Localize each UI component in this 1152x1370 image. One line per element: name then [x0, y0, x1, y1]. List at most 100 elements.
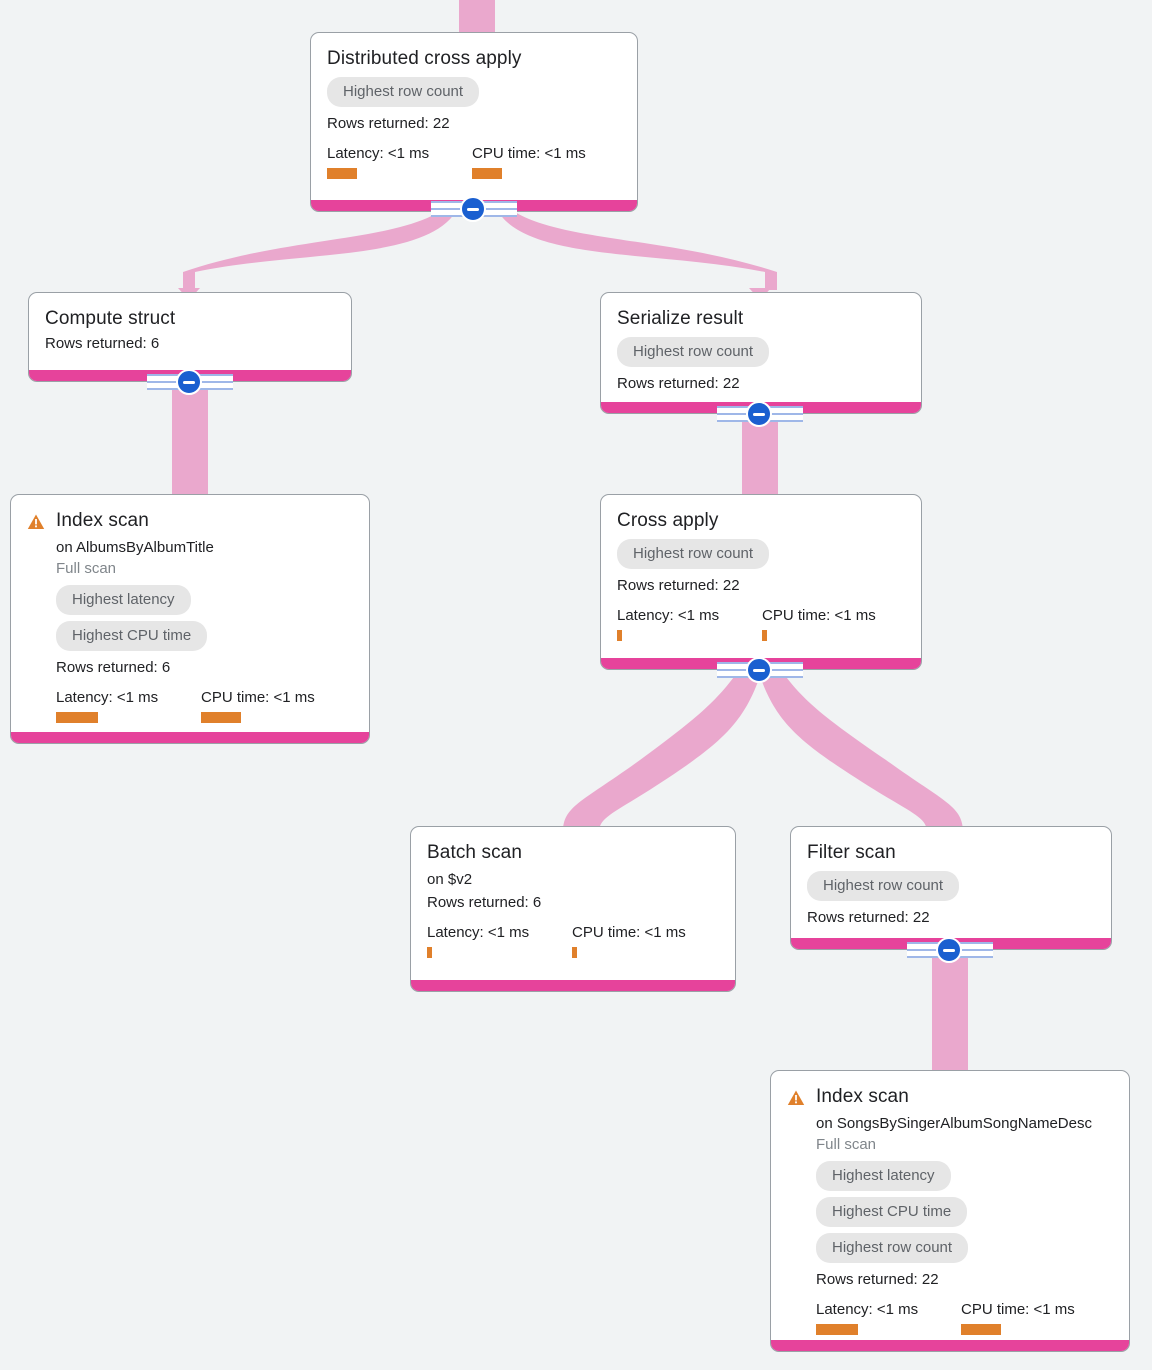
cpu-time-bar	[762, 630, 767, 641]
metrics-row: Latency: <1 ms CPU time: <1 ms	[816, 1300, 1113, 1335]
collapse-toggle-serialize-result[interactable]	[717, 401, 803, 427]
collapse-minus-icon[interactable]	[176, 369, 202, 395]
title-row: Index scan	[787, 1085, 1113, 1109]
rows-returned: Rows returned: 22	[807, 909, 930, 926]
cpu-time-label: CPU time: <1 ms	[961, 1301, 1075, 1318]
collapse-toggle-filter-scan[interactable]	[907, 937, 993, 963]
rows-returned: Rows returned: 6	[45, 335, 160, 352]
node-body: Batch scan on $v2 Rows returned: 6 Laten…	[411, 827, 735, 972]
metrics-row: Latency: <1 ms CPU time: <1 ms	[327, 144, 621, 179]
collapse-minus-icon[interactable]	[746, 657, 772, 683]
node-accent-bar	[771, 1340, 1129, 1351]
title-row: Distributed cross apply	[327, 47, 621, 71]
metrics-row: Latency: <1 ms CPU time: <1 ms	[427, 923, 719, 958]
node-title: Index scan	[816, 1086, 909, 1107]
badge-list: Highest row count	[617, 533, 905, 569]
warning-triangle-icon	[27, 514, 45, 529]
node-cross-apply[interactable]: Cross apply Highest row count Rows retur…	[600, 494, 922, 670]
badge-highest-row-count: Highest row count	[327, 77, 480, 107]
latency-label: Latency: <1 ms	[816, 1301, 919, 1318]
cpu-metric: CPU time: <1 ms	[572, 923, 686, 958]
node-distributed-cross-apply[interactable]: Distributed cross apply Highest row coun…	[310, 32, 638, 212]
cpu-metric: CPU time: <1 ms	[472, 144, 586, 179]
node-title: Filter scan	[807, 842, 896, 863]
title-row: Compute struct	[45, 307, 335, 331]
node-title: Serialize result	[617, 308, 744, 329]
badge-list: Highest row count	[816, 1227, 1113, 1263]
rows-returned: Rows returned: 6	[56, 659, 171, 676]
cpu-metric: CPU time: <1 ms	[961, 1300, 1075, 1335]
latency-bar	[427, 947, 432, 958]
badge-list: Highest row count	[807, 865, 1095, 901]
title-row: Index scan	[27, 509, 353, 533]
badge-list: Highest row count	[617, 331, 905, 367]
node-details: on SongsBySingerAlbumSongNameDesc Full s…	[787, 1113, 1113, 1335]
title-row: Cross apply	[617, 509, 905, 533]
latency-bar	[56, 712, 98, 723]
badge-highest-cpu-time: Highest CPU time	[56, 621, 208, 651]
latency-metric: Latency: <1 ms	[327, 144, 472, 179]
cpu-time-bar	[572, 947, 577, 958]
latency-bar	[617, 630, 622, 641]
node-title: Distributed cross apply	[327, 48, 522, 69]
badge-list: Highest latency	[816, 1155, 1113, 1191]
latency-label: Latency: <1 ms	[427, 924, 530, 941]
latency-label: Latency: <1 ms	[617, 607, 720, 624]
badge-list: Highest CPU time	[816, 1191, 1113, 1227]
node-body: Filter scan Highest row count Rows retur…	[791, 827, 1111, 942]
collapse-toggle-compute-struct[interactable]	[147, 369, 233, 395]
node-body: Index scan on AlbumsByAlbumTitle Full sc…	[11, 495, 369, 737]
node-body: Serialize result Highest row count Rows …	[601, 293, 921, 408]
index-name: on AlbumsByAlbumTitle	[56, 539, 214, 556]
cpu-time-label: CPU time: <1 ms	[572, 924, 686, 941]
badge-highest-row-count: Highest row count	[807, 871, 960, 901]
node-index-scan-albums[interactable]: Index scan on AlbumsByAlbumTitle Full sc…	[10, 494, 370, 744]
cpu-metric: CPU time: <1 ms	[762, 606, 876, 641]
node-title: Index scan	[56, 510, 149, 531]
rows-returned: Rows returned: 6	[427, 894, 542, 911]
scan-note: Full scan	[56, 560, 117, 577]
latency-bar	[816, 1324, 858, 1335]
cpu-time-bar	[201, 712, 241, 723]
collapse-minus-icon[interactable]	[936, 937, 962, 963]
node-index-scan-songs[interactable]: Index scan on SongsBySingerAlbumSongName…	[770, 1070, 1130, 1352]
rows-returned: Rows returned: 22	[617, 375, 740, 392]
badge-list: Highest CPU time	[56, 615, 353, 651]
collapse-toggle-distributed-cross-apply[interactable]	[431, 196, 517, 222]
node-title: Cross apply	[617, 510, 719, 531]
rows-returned: Rows returned: 22	[327, 115, 450, 132]
cpu-time-bar	[961, 1324, 1001, 1335]
cpu-time-bar	[472, 168, 502, 179]
latency-metric: Latency: <1 ms	[56, 688, 201, 723]
node-batch-scan[interactable]: Batch scan on $v2 Rows returned: 6 Laten…	[410, 826, 736, 992]
badge-highest-row-count: Highest row count	[816, 1233, 969, 1263]
badge-highest-row-count: Highest row count	[617, 337, 770, 367]
node-body: Index scan on SongsBySingerAlbumSongName…	[771, 1071, 1129, 1349]
node-filter-scan[interactable]: Filter scan Highest row count Rows retur…	[790, 826, 1112, 950]
cpu-time-label: CPU time: <1 ms	[201, 689, 315, 706]
badge-highest-latency: Highest latency	[816, 1161, 951, 1191]
title-row: Batch scan	[427, 841, 719, 865]
scan-note: Full scan	[816, 1136, 877, 1153]
collapse-toggle-cross-apply[interactable]	[717, 657, 803, 683]
node-body: Compute struct Rows returned: 6	[29, 293, 351, 368]
cpu-metric: CPU time: <1 ms	[201, 688, 315, 723]
node-serialize-result[interactable]: Serialize result Highest row count Rows …	[600, 292, 922, 414]
cpu-time-label: CPU time: <1 ms	[472, 145, 586, 162]
index-name: on SongsBySingerAlbumSongNameDesc	[816, 1115, 1092, 1132]
rows-returned: Rows returned: 22	[816, 1271, 939, 1288]
warning-triangle-icon	[787, 1090, 805, 1105]
collapse-minus-icon[interactable]	[460, 196, 486, 222]
latency-metric: Latency: <1 ms	[816, 1300, 961, 1335]
cpu-time-label: CPU time: <1 ms	[762, 607, 876, 624]
latency-bar	[327, 168, 357, 179]
title-row: Serialize result	[617, 307, 905, 331]
badge-highest-row-count: Highest row count	[617, 539, 770, 569]
metrics-row: Latency: <1 ms CPU time: <1 ms	[56, 688, 353, 723]
node-body: Cross apply Highest row count Rows retur…	[601, 495, 921, 655]
rows-returned: Rows returned: 22	[617, 577, 740, 594]
collapse-minus-icon[interactable]	[746, 401, 772, 427]
latency-label: Latency: <1 ms	[327, 145, 430, 162]
